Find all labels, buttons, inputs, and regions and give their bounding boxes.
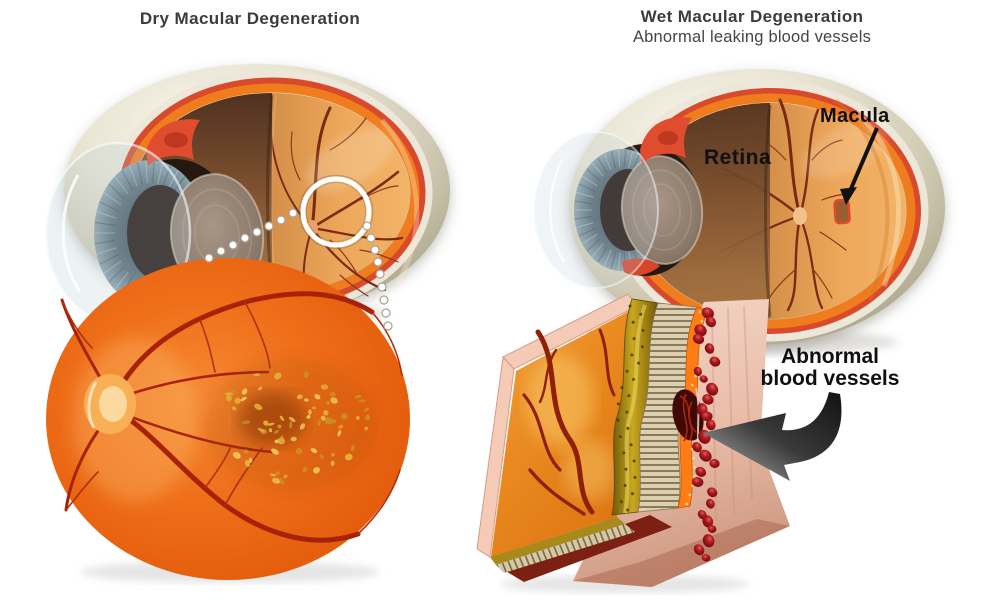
left-eye-cornea-highlight [61,174,82,293]
wet-amd-subtitle: Abnormal leaking blood vessels [632,28,872,46]
drusen-deposits [224,371,371,485]
right-eye-cross-section [533,69,945,355]
gold-layer-highlight [623,304,647,514]
left-eye-rim-highlight [380,118,420,288]
retinal-layers-block [476,293,790,593]
gold-layer-dots [616,304,645,512]
right-eye-rim-arc [834,98,890,301]
abnormal-vessels-label-line1: Abnormal [780,345,879,368]
wet-amd-title: Wet Macular Degeneration [640,7,864,26]
macula-marker [833,198,851,225]
fundus-magnified-view [46,258,410,583]
gold-layer-wrap [490,517,625,565]
magnifier-dotted-trail [204,208,393,331]
abnormal-vessel-tangle [679,393,697,442]
dry-amd-title: Dry Macular Degeneration [139,9,361,28]
choroid-vessels [522,328,616,516]
abnormal-vessels-label-line2: blood vessels [760,366,900,390]
slab-bottom-face [573,519,790,587]
fundus-optic-disc-highlight [87,381,98,429]
left-eye-ciliary-shadow [164,132,188,148]
slab-texture-lines [711,305,753,521]
retina-label: Retina [704,146,772,169]
macula-label: Macula [820,105,890,127]
fundus-optic-disc-center [99,386,127,422]
leaking-blood-cells [691,307,721,562]
right-eye-lens [620,155,704,265]
block-left-edge [476,355,515,558]
left-eye-sheen [306,128,394,192]
abnormal-vessel-cluster [672,389,704,441]
right-eye-ciliary-body-bottom [622,258,660,276]
right-eye-optic-disc [793,207,807,225]
macula-pointer-arrow [840,127,879,205]
right-eye-ciliary-shadow [658,131,678,145]
abnormal-vessels-pointer-arrow [703,392,842,481]
macula-highlight-circle [298,174,374,250]
choroid-glow-2 [564,440,616,500]
right-eye-cornea [533,131,659,289]
right-eye-sheen [802,122,888,178]
right-eye-cornea-highlight [549,159,566,263]
photoreceptor-wrap [496,524,635,573]
choroid-glow-1 [526,354,594,446]
abnormal-vessels-label: Abnormal blood vessels [741,346,919,389]
right-eye-rim-highlight [854,110,902,287]
right-eye-fold-crease [764,104,772,318]
